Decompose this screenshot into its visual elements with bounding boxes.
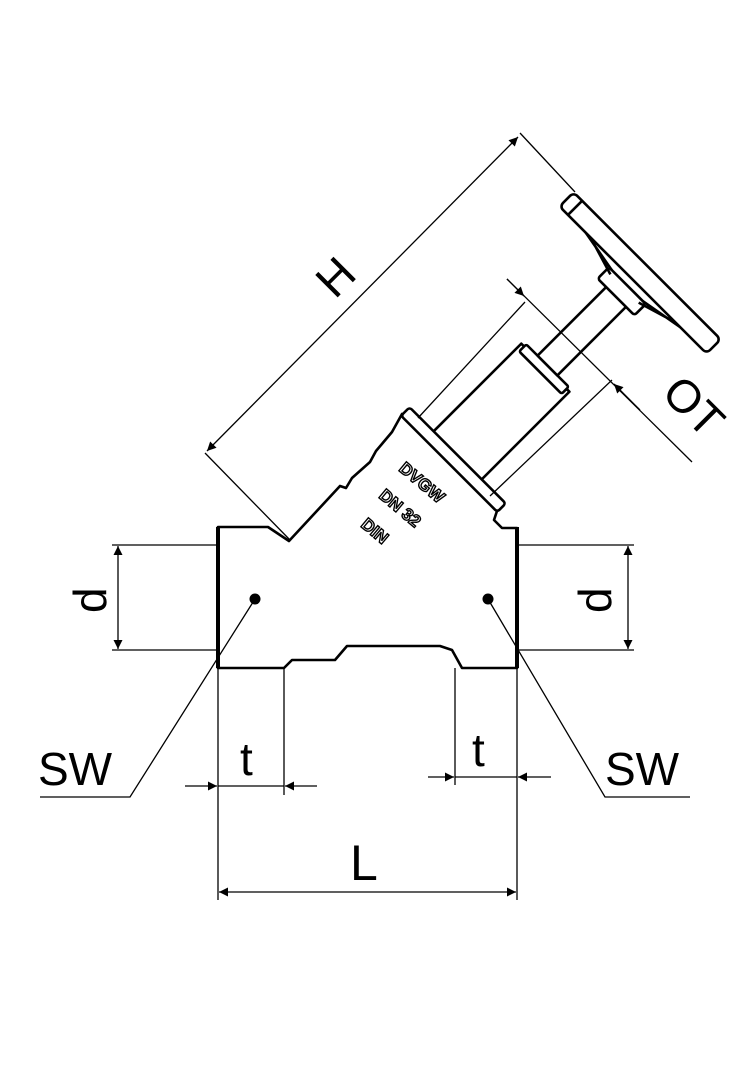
dimension-L: L [219, 835, 516, 897]
dimension-t-right: t [428, 668, 551, 900]
label-t-left: t [240, 733, 253, 785]
label-d-right: d [569, 587, 621, 613]
label-SW-right: SW [605, 743, 680, 795]
handwheel-spokes [578, 222, 691, 335]
label-L: L [350, 835, 378, 891]
label-d-left: d [64, 587, 116, 613]
dimension-d-left: d [64, 544, 218, 651]
label-SW-left: SW [38, 743, 113, 795]
leader-SW-left: SW [38, 593, 261, 798]
dimension-t-left: t [185, 668, 317, 900]
handwheel [560, 193, 720, 353]
dimension-d-right: d [517, 544, 634, 651]
leader-SW-right: SW [482, 593, 690, 798]
label-t-right: t [472, 724, 485, 776]
label-H: H [305, 247, 365, 307]
handwheel-hub [597, 267, 646, 316]
valve-body [216, 412, 519, 670]
